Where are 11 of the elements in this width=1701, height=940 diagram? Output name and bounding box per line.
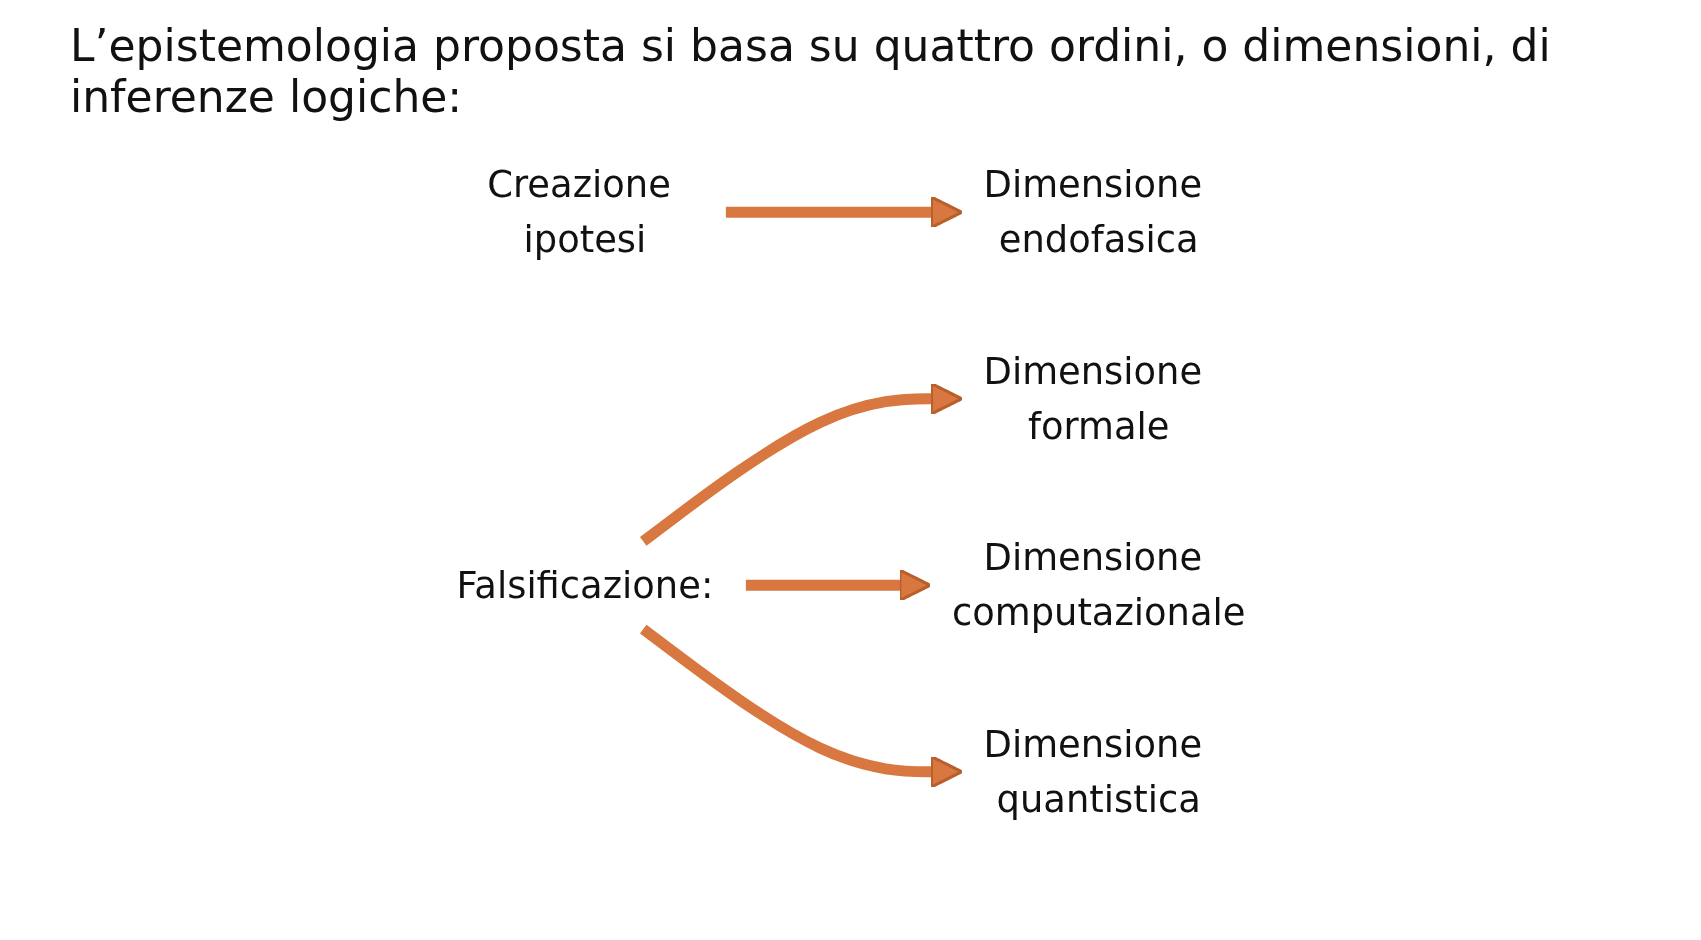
title: L’epistemologia proposta si basa su quattro ordini, o dimensioni, di inferenze logiche: bbox=[70, 20, 1552, 122]
node-text: Dimensione endofasica bbox=[983, 162, 1202, 262]
arrow bbox=[725, 195, 963, 229]
arrow bbox=[639, 382, 963, 546]
node-text: Creazione ipotesi bbox=[486, 162, 671, 262]
arrow bbox=[745, 568, 932, 602]
arrow bbox=[639, 624, 963, 789]
node-text: Falsificazione: bbox=[456, 563, 713, 607]
node-text: Dimensione quantistica bbox=[983, 721, 1202, 821]
node-text: Dimensione computazionale bbox=[951, 535, 1245, 635]
node-text: Dimensione formale bbox=[983, 348, 1202, 448]
